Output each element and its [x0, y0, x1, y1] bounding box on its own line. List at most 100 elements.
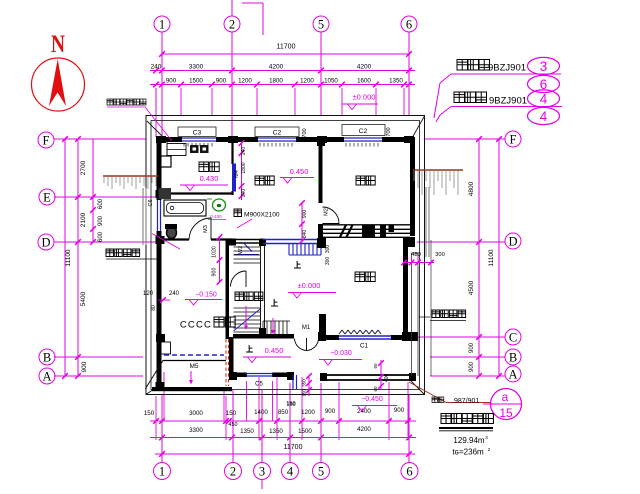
svg-text:6: 6: [406, 17, 412, 31]
svg-text:a: a: [502, 390, 509, 404]
svg-text:240: 240: [169, 291, 180, 297]
svg-text:11100: 11100: [488, 249, 495, 266]
svg-text:900: 900: [302, 210, 308, 219]
svg-text:1500: 1500: [189, 78, 203, 85]
svg-text:5: 5: [318, 17, 324, 31]
svg-text:1200: 1200: [301, 409, 315, 416]
svg-text:W2: W2: [238, 246, 244, 254]
svg-text:80: 80: [151, 305, 157, 311]
svg-text:350: 350: [302, 379, 307, 387]
svg-text:B: B: [43, 350, 51, 364]
svg-text:129.94m: 129.94m: [453, 436, 484, 445]
svg-text:300: 300: [325, 257, 331, 266]
svg-text:1800: 1800: [241, 162, 247, 173]
svg-text:11700: 11700: [284, 444, 303, 451]
svg-text:3300: 3300: [189, 427, 203, 434]
svg-text:2100: 2100: [80, 212, 87, 227]
svg-text:11700: 11700: [277, 44, 296, 51]
svg-text:1350: 1350: [389, 78, 403, 85]
svg-text:±0.000: ±0.000: [353, 93, 376, 102]
svg-text:3: 3: [259, 464, 265, 478]
svg-text:1600: 1600: [357, 78, 371, 85]
svg-text:150: 150: [286, 401, 295, 407]
svg-text:2400: 2400: [357, 408, 371, 415]
svg-text:CCCC: CCCC: [180, 320, 212, 331]
svg-text:240: 240: [241, 189, 247, 198]
svg-text:60: 60: [373, 363, 378, 369]
svg-text:1800: 1800: [269, 78, 283, 85]
svg-text:M900X2100: M900X2100: [244, 212, 280, 219]
svg-text:4200: 4200: [269, 63, 284, 70]
svg-text:120: 120: [143, 291, 154, 297]
svg-text:4: 4: [287, 464, 294, 478]
svg-text:700: 700: [302, 128, 308, 137]
svg-text:6: 6: [406, 464, 412, 478]
svg-text:900: 900: [216, 78, 227, 85]
svg-text:240: 240: [151, 63, 162, 70]
svg-text:1200: 1200: [300, 78, 314, 85]
svg-text:0.450: 0.450: [265, 346, 284, 355]
svg-text:3: 3: [485, 435, 488, 440]
svg-text:C5: C5: [255, 382, 263, 388]
svg-text:D: D: [41, 235, 50, 249]
svg-text:C2: C2: [273, 130, 282, 137]
svg-text:1020: 1020: [212, 246, 218, 258]
svg-text:F: F: [43, 133, 50, 147]
svg-text:600: 600: [98, 198, 104, 209]
svg-text:3: 3: [540, 59, 548, 74]
svg-text:C2: C2: [359, 128, 368, 135]
svg-text:850: 850: [278, 409, 289, 416]
svg-text:M1: M1: [302, 325, 311, 331]
svg-text:900: 900: [325, 408, 336, 415]
svg-text:700: 700: [386, 127, 392, 136]
svg-text:M2: M2: [324, 208, 330, 216]
svg-text:4800: 4800: [468, 181, 475, 196]
svg-text:450: 450: [228, 422, 237, 428]
svg-text:−0.450: −0.450: [361, 396, 383, 403]
svg-text:2: 2: [488, 447, 491, 452]
svg-text:15: 15: [499, 406, 513, 420]
svg-text:±0.000: ±0.000: [298, 281, 321, 290]
svg-text:900: 900: [469, 342, 475, 353]
svg-text:D: D: [508, 234, 517, 248]
svg-text:1: 1: [159, 464, 165, 478]
svg-text:150: 150: [226, 410, 237, 417]
svg-text:400: 400: [384, 374, 390, 383]
svg-text:−0.150: −0.150: [195, 292, 217, 299]
svg-text:900: 900: [212, 268, 218, 277]
svg-text:tɢ=236m: tɢ=236m: [452, 448, 484, 457]
svg-text:M4: M4: [234, 170, 240, 178]
svg-text:0.450: 0.450: [290, 167, 309, 176]
svg-text:4500: 4500: [468, 280, 475, 295]
svg-text:11100: 11100: [65, 249, 72, 266]
svg-text:840: 840: [302, 230, 308, 239]
svg-text:1200: 1200: [238, 78, 252, 85]
svg-text:150: 150: [302, 389, 307, 397]
svg-text:150: 150: [144, 410, 155, 417]
svg-text:900: 900: [166, 78, 177, 85]
svg-text:C6: C6: [148, 199, 154, 206]
svg-text:4200: 4200: [357, 426, 371, 433]
svg-text:2: 2: [230, 464, 236, 478]
svg-text:987/901: 987/901: [454, 398, 479, 405]
svg-text:600: 600: [98, 231, 104, 242]
svg-text:4: 4: [540, 92, 548, 107]
svg-text:C3: C3: [193, 130, 202, 137]
svg-text:C1: C1: [360, 343, 369, 350]
svg-text:900: 900: [469, 361, 475, 372]
svg-text:N: N: [51, 31, 65, 58]
svg-text:9BZJ901: 9BZJ901: [488, 63, 526, 74]
svg-text:−0.030: −0.030: [330, 350, 352, 357]
svg-text:2: 2: [229, 17, 235, 31]
svg-text:B: B: [509, 350, 517, 364]
svg-text:1050: 1050: [324, 78, 338, 85]
svg-text:900: 900: [98, 215, 104, 226]
svg-text:3300: 3300: [189, 63, 204, 70]
svg-text:240: 240: [241, 147, 247, 156]
svg-text:900: 900: [394, 407, 405, 414]
svg-text:6: 6: [540, 77, 548, 92]
svg-text:A: A: [508, 367, 517, 381]
svg-text:5400: 5400: [80, 291, 87, 306]
svg-text:480: 480: [411, 252, 421, 258]
svg-text:5: 5: [318, 464, 324, 478]
